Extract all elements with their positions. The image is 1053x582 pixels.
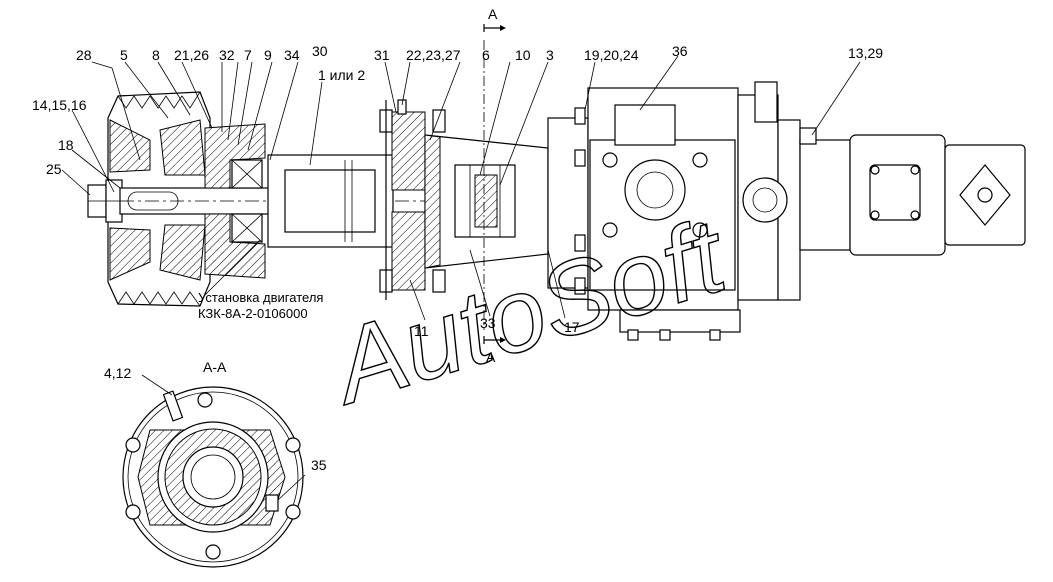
flange [379, 99, 446, 300]
callout-3: 3 [546, 47, 554, 63]
callout-34: 34 [284, 47, 300, 63]
install-note-line1: Установка двигателя [198, 290, 323, 305]
bearing-housing [204, 123, 266, 279]
callout-5: 5 [120, 47, 128, 63]
callout-21-26: 21,26 [174, 47, 209, 63]
cone-housing [424, 134, 549, 269]
callout-13-29: 13,29 [848, 45, 883, 61]
aux-pump [799, 127, 1026, 256]
callout-8: 8 [152, 47, 160, 63]
callout-32: 32 [219, 47, 235, 63]
callout-30: 30 [312, 43, 328, 59]
callout-28: 28 [76, 47, 92, 63]
leader-lines [61, 55, 861, 501]
callout-7: 7 [244, 47, 252, 63]
callouts: 28 5 8 21,26 32 7 9 34 30 1 или 2 31 22,… [32, 43, 883, 473]
callout-33: 33 [480, 315, 496, 331]
install-note-line2: КЗК-8А-2-0106000 [198, 306, 308, 321]
callout-9: 9 [264, 47, 272, 63]
callout-25: 25 [46, 161, 62, 177]
section-letter-bottom: А [486, 349, 496, 365]
section-letter-top: А [488, 6, 498, 22]
callout-36: 36 [672, 43, 688, 59]
section-cut-marks [483, 24, 506, 344]
callout-4-12: 4,12 [104, 365, 131, 381]
section-view-a-a [122, 386, 304, 568]
end-bolt [87, 179, 123, 223]
callout-10: 10 [515, 47, 531, 63]
callout-17: 17 [564, 319, 580, 335]
tube [267, 154, 394, 248]
callout-35: 35 [311, 457, 327, 473]
section-title: А-А [203, 359, 227, 375]
callout-22-23-27: 22,23,27 [406, 47, 461, 63]
callout-1-or-2: 1 или 2 [318, 67, 365, 83]
callout-14-15-16: 14,15,16 [32, 97, 87, 113]
pump-body [547, 81, 801, 341]
callout-11: 11 [414, 323, 429, 339]
callout-18: 18 [58, 137, 74, 153]
callout-6: 6 [482, 47, 490, 63]
callout-19-20-24: 19,20,24 [584, 47, 639, 63]
callout-31: 31 [374, 47, 390, 63]
